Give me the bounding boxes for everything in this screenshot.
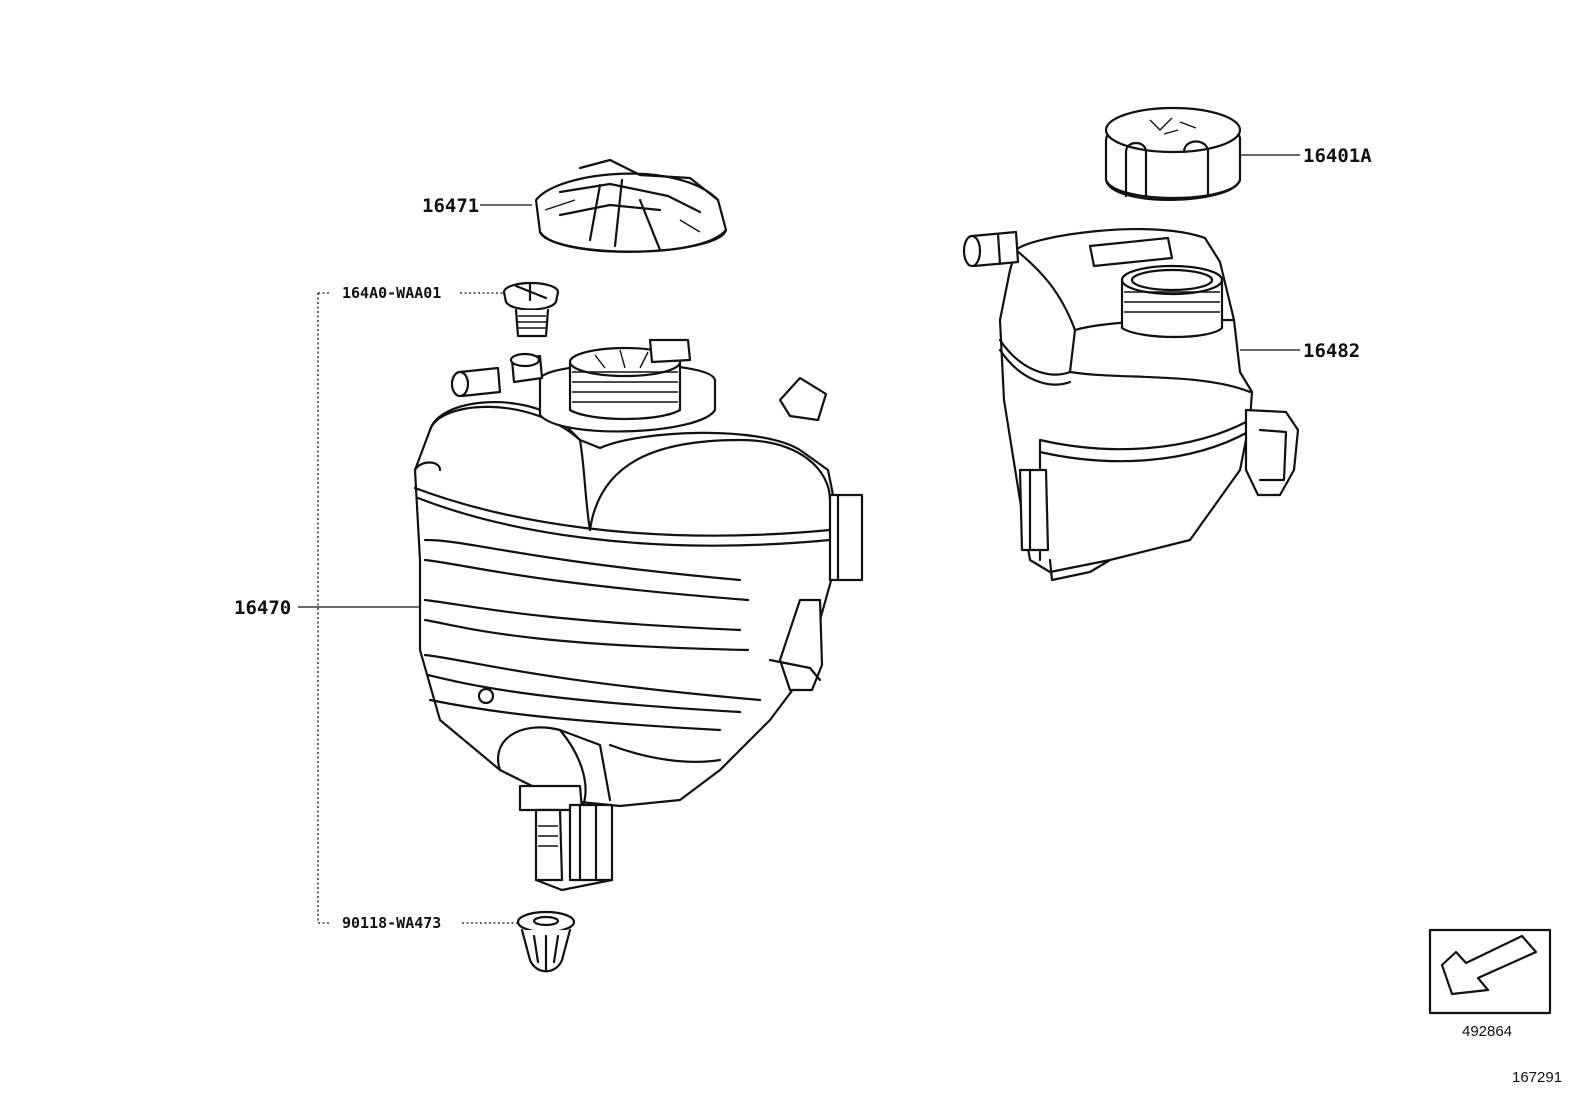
plug-164A0-WAA01-drawing[interactable] [502, 281, 560, 338]
label-part-16482[interactable]: 16482 [1303, 340, 1360, 362]
label-part-164A0-WAA01[interactable]: 164A0-WAA01 [342, 284, 441, 302]
label-part-90118-WA473[interactable]: 90118-WA473 [342, 914, 441, 932]
tank-16470-drawing[interactable] [413, 338, 864, 892]
label-part-16471[interactable]: 16471 [422, 195, 479, 217]
tank-16482-drawing[interactable] [962, 228, 1300, 582]
label-part-16470[interactable]: 16470 [234, 597, 291, 619]
view-indicator-frame [1428, 928, 1552, 1015]
arrow-down-left-icon [1440, 934, 1538, 996]
view-indicator-code: 492864 [1462, 1023, 1512, 1040]
diagram-id: 167291 [1512, 1069, 1562, 1086]
cap-16401A-drawing[interactable] [1104, 106, 1242, 201]
leader-lines [298, 154, 1300, 924]
cap-16471-drawing[interactable] [534, 158, 728, 253]
clip-90118-WA473-drawing[interactable] [516, 910, 576, 973]
view-indicator: 492864 [1428, 928, 1552, 1040]
label-part-16401A[interactable]: 16401A [1303, 145, 1372, 167]
